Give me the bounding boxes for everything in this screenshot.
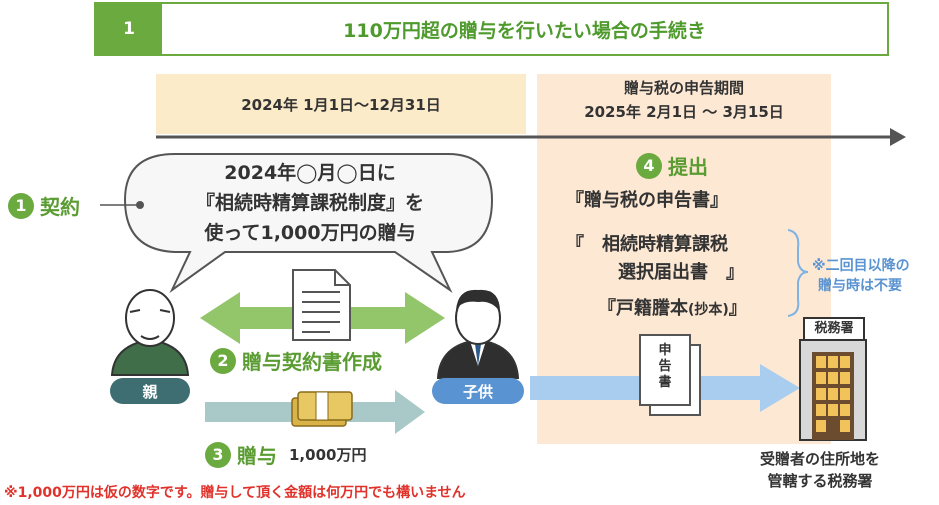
step4-label: 4 提出	[636, 151, 708, 180]
doc-election-form-line2: 選択届出書 』	[618, 262, 744, 283]
tax-form-icon	[639, 334, 701, 416]
step4-number: 4	[636, 152, 662, 179]
step3-number: 3	[205, 441, 231, 468]
child-avatar	[436, 289, 520, 379]
step2-number: 2	[210, 347, 236, 374]
footnote: ※1,000万円は仮の数字です。贈与して頂く金額は何万円でも構いません	[4, 485, 466, 501]
document-icon	[292, 269, 351, 341]
bubble-line-2: 『相続時精算課税制度』を	[195, 192, 424, 214]
filing-period-dates: 2025年 2月1日 〜 3月15日	[584, 103, 784, 121]
contract-period: 2024年 1月1日～12月31日	[156, 74, 526, 134]
gift-amount: 1,000万円	[289, 446, 367, 464]
doc-family-register: 『戸籍謄本(抄本)』	[598, 298, 747, 319]
bubble-line-3: 使って1,000万円の贈与	[204, 222, 416, 244]
step1-number: 1	[8, 192, 34, 219]
child-label: 子供	[432, 378, 524, 404]
filing-period-title: 贈与税の申告期間	[623, 79, 744, 97]
tax-office-label-line-1: 受贈者の住所地を	[759, 450, 880, 468]
step3-text: 贈与	[237, 444, 277, 468]
step1-text: 契約	[40, 195, 80, 219]
tax-office-building	[799, 317, 867, 441]
money-icon	[291, 391, 353, 427]
header-number: 1	[96, 4, 162, 54]
step1-connector	[100, 201, 144, 209]
repeat-note-line-1: ※二回目以降の	[812, 258, 910, 274]
header-frame	[94, 2, 889, 56]
repeat-note-line-2: 贈与時は不要	[818, 278, 902, 294]
doc-election-form-line1: 『 相続時精算課税	[566, 234, 728, 255]
step1-label: 1 契約	[8, 191, 80, 220]
filing-period-label: 贈与税の申告期間 2025年 2月1日 〜 3月15日	[537, 76, 831, 132]
bubble-line-1: 2024年◯月◯日に	[224, 162, 396, 184]
tax-office-label: 受贈者の住所地を 管轄する税務署	[740, 448, 900, 492]
doc-tax-return: 『贈与税の申告書』	[566, 190, 728, 211]
timeline-arrow	[156, 128, 906, 146]
step2-text: 贈与契約書作成	[242, 350, 382, 374]
step2-label: 2 贈与契約書作成	[210, 346, 382, 375]
tax-form-text: 申告書	[658, 343, 672, 390]
header-title: 110万円超の贈与を行いたい場合の手続き	[343, 19, 706, 42]
parent-label: 親	[110, 378, 190, 404]
parent-avatar	[110, 289, 190, 376]
repeat-note: ※二回目以降の 贈与時は不要	[812, 256, 910, 296]
step3-label: 3 贈与 1,000万円	[205, 440, 366, 469]
speech-bubble	[123, 153, 494, 294]
bubble-text: 2024年◯月◯日に 『相続時精算課税制度』を 使って1,000万円の贈与	[150, 158, 470, 248]
bracket	[787, 229, 809, 317]
tax-office-sign: 税務署	[814, 321, 854, 336]
step4-text: 提出	[668, 155, 708, 179]
tax-office-label-line-2: 管轄する税務署	[767, 472, 873, 490]
